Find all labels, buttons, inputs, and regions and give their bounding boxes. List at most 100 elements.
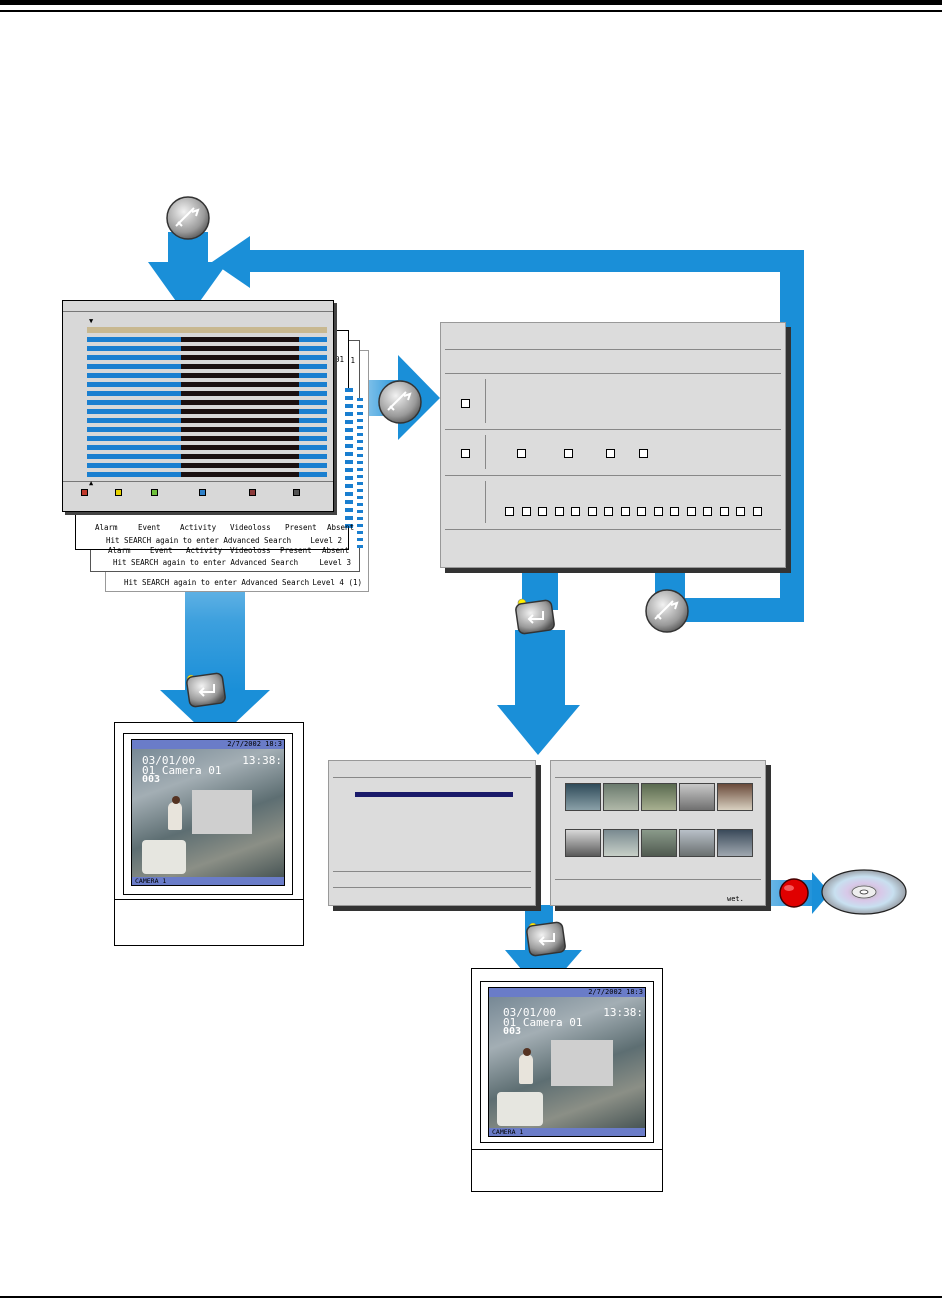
side-label-1: 1 [350,356,355,365]
level2-legend: Alarm Event Activity Videoloss Present A… [95,523,355,533]
legend-absent: Absent [327,523,354,532]
camera-checkbox[interactable] [654,507,663,516]
thumbnail[interactable] [603,783,639,811]
loop-head [212,236,250,288]
thumbnail[interactable] [679,829,715,857]
enter-button-list[interactable] [526,922,566,957]
thumbnail[interactable] [717,829,753,857]
thumbnail-panel: wet. [550,760,766,906]
thumbnail[interactable] [679,783,715,811]
level2-hint: Hit SEARCH again to enter Advanced Searc… [106,536,291,545]
level4-label: Level 4 (1) [312,578,362,587]
loop-top [240,250,804,272]
cursor-bottom-icon: ▲ [89,479,93,487]
playback-date: 2/7/2002 18:3 [227,740,282,748]
camera-checkbox[interactable] [720,507,729,516]
camera-label-bottom: CAMERA 1 [492,1128,523,1136]
camera-checkbox[interactable] [637,507,646,516]
search-button-right[interactable] [646,590,688,632]
thumbnail[interactable] [603,829,639,857]
camera-checkbox[interactable] [588,507,597,516]
layer-stripes-2 [357,398,363,548]
camera-checkbox[interactable] [538,507,547,516]
level3-label: Level 3 [319,558,351,567]
legend-alarm: Alarm [95,523,118,532]
legend3-activity: Activity [186,546,222,555]
legend3-videoloss: Videoloss [230,546,271,555]
search-button-mid[interactable] [379,381,421,423]
legend3-present: Present [280,546,312,555]
camera-checkboxes [505,507,775,517]
arrow-adv-shaft [515,630,565,710]
thumbnail[interactable] [717,783,753,811]
monitor-object-bottom [497,1092,543,1126]
channel-grid-dark [181,337,299,477]
playback-frame-bottom: 2/7/2002 18:3 03/01/00 01 Camera 01 003 … [471,968,663,1192]
camera-checkbox[interactable] [670,507,679,516]
checkbox-opt3[interactable] [606,449,615,458]
playback-date-bottom: 2/7/2002 18:3 [588,988,643,996]
legend-dot [293,489,300,496]
arrow-adv-head [497,705,580,755]
thumbnail[interactable] [565,829,601,857]
event-list-panel [328,760,536,906]
thumbnail[interactable] [641,829,677,857]
camera-checkbox[interactable] [604,507,613,516]
legend3-event: Event [150,546,173,555]
legend-present: Present [285,523,317,532]
legend-dot [81,489,88,496]
camera-checkbox[interactable] [505,507,514,516]
thumbnail[interactable] [641,783,677,811]
level3-hint: Hit SEARCH again to enter Advanced Searc… [113,558,298,567]
camera-checkbox[interactable] [621,507,630,516]
camera-checkbox[interactable] [571,507,580,516]
camera-checkbox[interactable] [753,507,762,516]
checkbox-opt2[interactable] [564,449,573,458]
camera-checkbox[interactable] [703,507,712,516]
playback-frame-left: 2/7/2002 18:3 03/01/00 01 Camera 01 003 … [114,722,304,946]
search-level1-panel: ▼ ▲ [62,300,334,512]
level3-legend: Alarm Event Activity Videoloss Present A… [108,546,358,556]
time-bar [87,327,327,333]
legend-dot [115,489,122,496]
checkbox-row1[interactable] [461,399,470,408]
level2-label: Level 2 [310,536,342,545]
legend3-absent: Absent [322,546,349,555]
selected-list-row[interactable] [355,792,513,797]
camera-checkbox[interactable] [736,507,745,516]
enter-button-left[interactable] [186,673,226,708]
bottom-rule [0,1296,942,1298]
osd-time: 13:38: [242,754,282,767]
thumbnail[interactable] [565,783,601,811]
layer-stripes [345,388,353,528]
legend-event: Event [138,523,161,532]
osd-count-bottom: 003 [503,1026,521,1037]
legend-videoloss: Videoloss [230,523,271,532]
camera-checkbox[interactable] [555,507,564,516]
search-button-top[interactable] [167,197,209,239]
side-label-01: 01 [335,355,344,364]
monitor-object [142,840,186,874]
checkbox-opt1[interactable] [517,449,526,458]
person-figure [168,802,182,830]
loop-bottom [670,598,804,622]
enter-button-adv[interactable] [515,599,555,634]
legend-dot [249,489,256,496]
legend-dot [151,489,158,496]
osd-count: 003 [142,774,160,785]
legend-activity: Activity [180,523,216,532]
record-button[interactable] [780,879,808,907]
osd-time-bottom: 13:38: [603,1006,643,1019]
checkbox-opt4[interactable] [639,449,648,458]
legend3-alarm: Alarm [108,546,131,555]
thumbnail-footer: wet. [727,895,744,903]
camera-label: CAMERA 1 [135,877,166,885]
level4-hint: Hit SEARCH again to enter Advanced Searc… [124,578,309,587]
legend-dot [199,489,206,496]
checkbox-row2[interactable] [461,449,470,458]
person-figure-bottom [519,1054,533,1084]
camera-checkbox[interactable] [522,507,531,516]
camera-image-bottom: 2/7/2002 18:3 03/01/00 01 Camera 01 003 … [488,987,646,1137]
disc-icon [822,870,906,914]
camera-checkbox[interactable] [687,507,696,516]
